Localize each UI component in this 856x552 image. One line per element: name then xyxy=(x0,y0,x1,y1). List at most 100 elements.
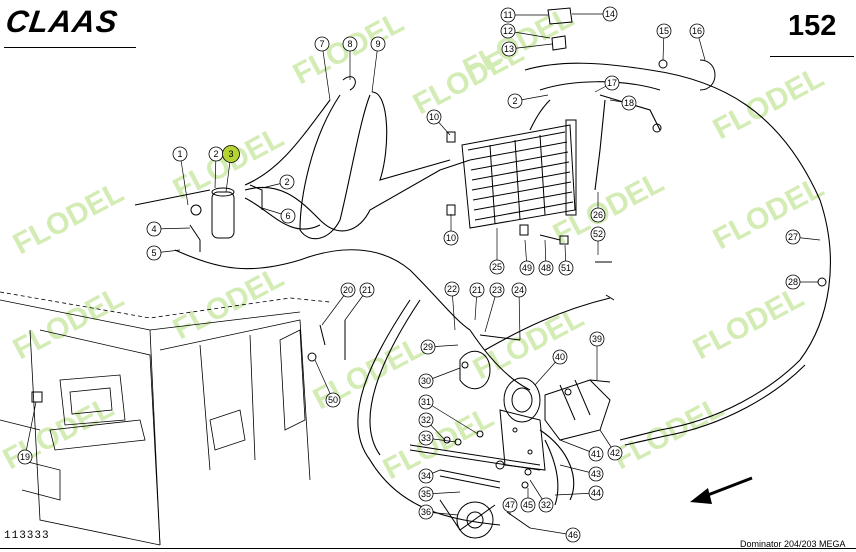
callout-bubble[interactable] xyxy=(420,339,436,355)
callout-14[interactable]: 14 xyxy=(602,6,618,22)
callout-49[interactable]: 49 xyxy=(519,260,535,276)
callout-bubble[interactable] xyxy=(469,282,485,298)
callout-51[interactable]: 51 xyxy=(558,260,574,276)
callout-bubble[interactable] xyxy=(519,260,535,276)
callout-bubble[interactable] xyxy=(538,497,554,513)
callout-bubble[interactable] xyxy=(538,260,554,276)
callout-27[interactable]: 27 xyxy=(785,229,801,245)
callout-bubble[interactable] xyxy=(418,468,434,484)
callout-bubble[interactable] xyxy=(17,449,33,465)
callout-2[interactable]: 2 xyxy=(279,174,295,190)
callout-44[interactable]: 44 xyxy=(588,485,604,501)
callout-3[interactable]: 3 xyxy=(222,145,240,163)
callout-43[interactable]: 43 xyxy=(588,466,604,482)
callout-bubble[interactable] xyxy=(370,36,386,52)
callout-25[interactable]: 25 xyxy=(489,259,505,275)
callout-bubble[interactable] xyxy=(590,226,606,242)
callout-10[interactable]: 10 xyxy=(443,230,459,246)
callout-11[interactable]: 11 xyxy=(500,7,516,23)
callout-bubble[interactable] xyxy=(588,466,604,482)
callout-34[interactable]: 34 xyxy=(418,468,434,484)
callout-bubble[interactable] xyxy=(418,430,434,446)
callout-32[interactable]: 32 xyxy=(538,497,554,513)
callout-18[interactable]: 18 xyxy=(621,95,637,111)
callout-13[interactable]: 13 xyxy=(501,41,517,57)
callout-bubble[interactable] xyxy=(146,245,162,261)
callout-50[interactable]: 50 xyxy=(325,392,341,408)
callout-bubble[interactable] xyxy=(501,41,517,57)
callout-39[interactable]: 39 xyxy=(589,331,605,347)
callout-bubble[interactable] xyxy=(588,446,604,462)
callout-2[interactable]: 2 xyxy=(208,146,224,162)
callout-8[interactable]: 8 xyxy=(342,36,358,52)
callout-bubble[interactable] xyxy=(604,75,620,91)
callout-bubble[interactable] xyxy=(507,93,523,109)
callout-16[interactable]: 16 xyxy=(689,23,705,39)
callout-33[interactable]: 33 xyxy=(418,430,434,446)
callout-10[interactable]: 10 xyxy=(426,109,442,125)
callout-15[interactable]: 15 xyxy=(656,23,672,39)
callout-47[interactable]: 47 xyxy=(502,497,518,513)
callout-35[interactable]: 35 xyxy=(418,486,434,502)
callout-19[interactable]: 19 xyxy=(17,449,33,465)
callout-bubble[interactable] xyxy=(279,174,295,190)
callout-28[interactable]: 28 xyxy=(785,274,801,290)
callout-42[interactable]: 42 xyxy=(607,445,623,461)
callout-5[interactable]: 5 xyxy=(146,245,162,261)
callout-20[interactable]: 20 xyxy=(340,282,356,298)
callout-31[interactable]: 31 xyxy=(418,394,434,410)
callout-41[interactable]: 41 xyxy=(588,446,604,462)
callout-bubble[interactable] xyxy=(588,485,604,501)
callout-bubble[interactable] xyxy=(552,349,568,365)
callout-bubble[interactable] xyxy=(500,23,516,39)
callout-2[interactable]: 2 xyxy=(507,93,523,109)
callout-bubble[interactable] xyxy=(342,36,358,52)
callout-bubble[interactable] xyxy=(502,497,518,513)
callout-bubble[interactable] xyxy=(590,207,606,223)
callout-bubble[interactable] xyxy=(511,282,527,298)
callout-36[interactable]: 36 xyxy=(418,504,434,520)
callout-bubble[interactable] xyxy=(785,229,801,245)
callout-bubble[interactable] xyxy=(602,6,618,22)
callout-bubble[interactable] xyxy=(500,7,516,23)
callout-23[interactable]: 23 xyxy=(489,282,505,298)
callout-24[interactable]: 24 xyxy=(511,282,527,298)
callout-bubble[interactable] xyxy=(418,394,434,410)
callout-22[interactable]: 22 xyxy=(444,281,460,297)
callout-bubble[interactable] xyxy=(359,282,375,298)
callout-30[interactable]: 30 xyxy=(418,373,434,389)
callout-26[interactable]: 26 xyxy=(590,207,606,223)
callout-bubble[interactable] xyxy=(785,274,801,290)
callout-bubble[interactable] xyxy=(444,281,460,297)
callout-bubble[interactable] xyxy=(222,145,240,163)
callout-bubble[interactable] xyxy=(489,282,505,298)
callout-52[interactable]: 52 xyxy=(590,226,606,242)
callout-bubble[interactable] xyxy=(489,259,505,275)
callout-bubble[interactable] xyxy=(589,331,605,347)
callout-4[interactable]: 4 xyxy=(146,221,162,237)
callout-bubble[interactable] xyxy=(621,95,637,111)
callout-1[interactable]: 1 xyxy=(172,146,188,162)
callout-bubble[interactable] xyxy=(565,527,581,543)
callout-32[interactable]: 32 xyxy=(418,412,434,428)
callout-bubble[interactable] xyxy=(280,208,296,224)
callout-45[interactable]: 45 xyxy=(520,497,536,513)
callout-21[interactable]: 21 xyxy=(469,282,485,298)
callout-bubble[interactable] xyxy=(426,109,442,125)
callout-bubble[interactable] xyxy=(325,392,341,408)
callout-bubble[interactable] xyxy=(418,504,434,520)
callout-bubble[interactable] xyxy=(146,221,162,237)
callout-21[interactable]: 21 xyxy=(359,282,375,298)
callout-bubble[interactable] xyxy=(443,230,459,246)
callout-17[interactable]: 17 xyxy=(604,75,620,91)
callout-46[interactable]: 46 xyxy=(565,527,581,543)
callout-bubble[interactable] xyxy=(607,445,623,461)
callout-6[interactable]: 6 xyxy=(280,208,296,224)
callout-48[interactable]: 48 xyxy=(538,260,554,276)
callout-bubble[interactable] xyxy=(418,412,434,428)
callout-bubble[interactable] xyxy=(418,373,434,389)
callout-bubble[interactable] xyxy=(314,36,330,52)
callout-7[interactable]: 7 xyxy=(314,36,330,52)
callout-bubble[interactable] xyxy=(656,23,672,39)
callout-12[interactable]: 12 xyxy=(500,23,516,39)
